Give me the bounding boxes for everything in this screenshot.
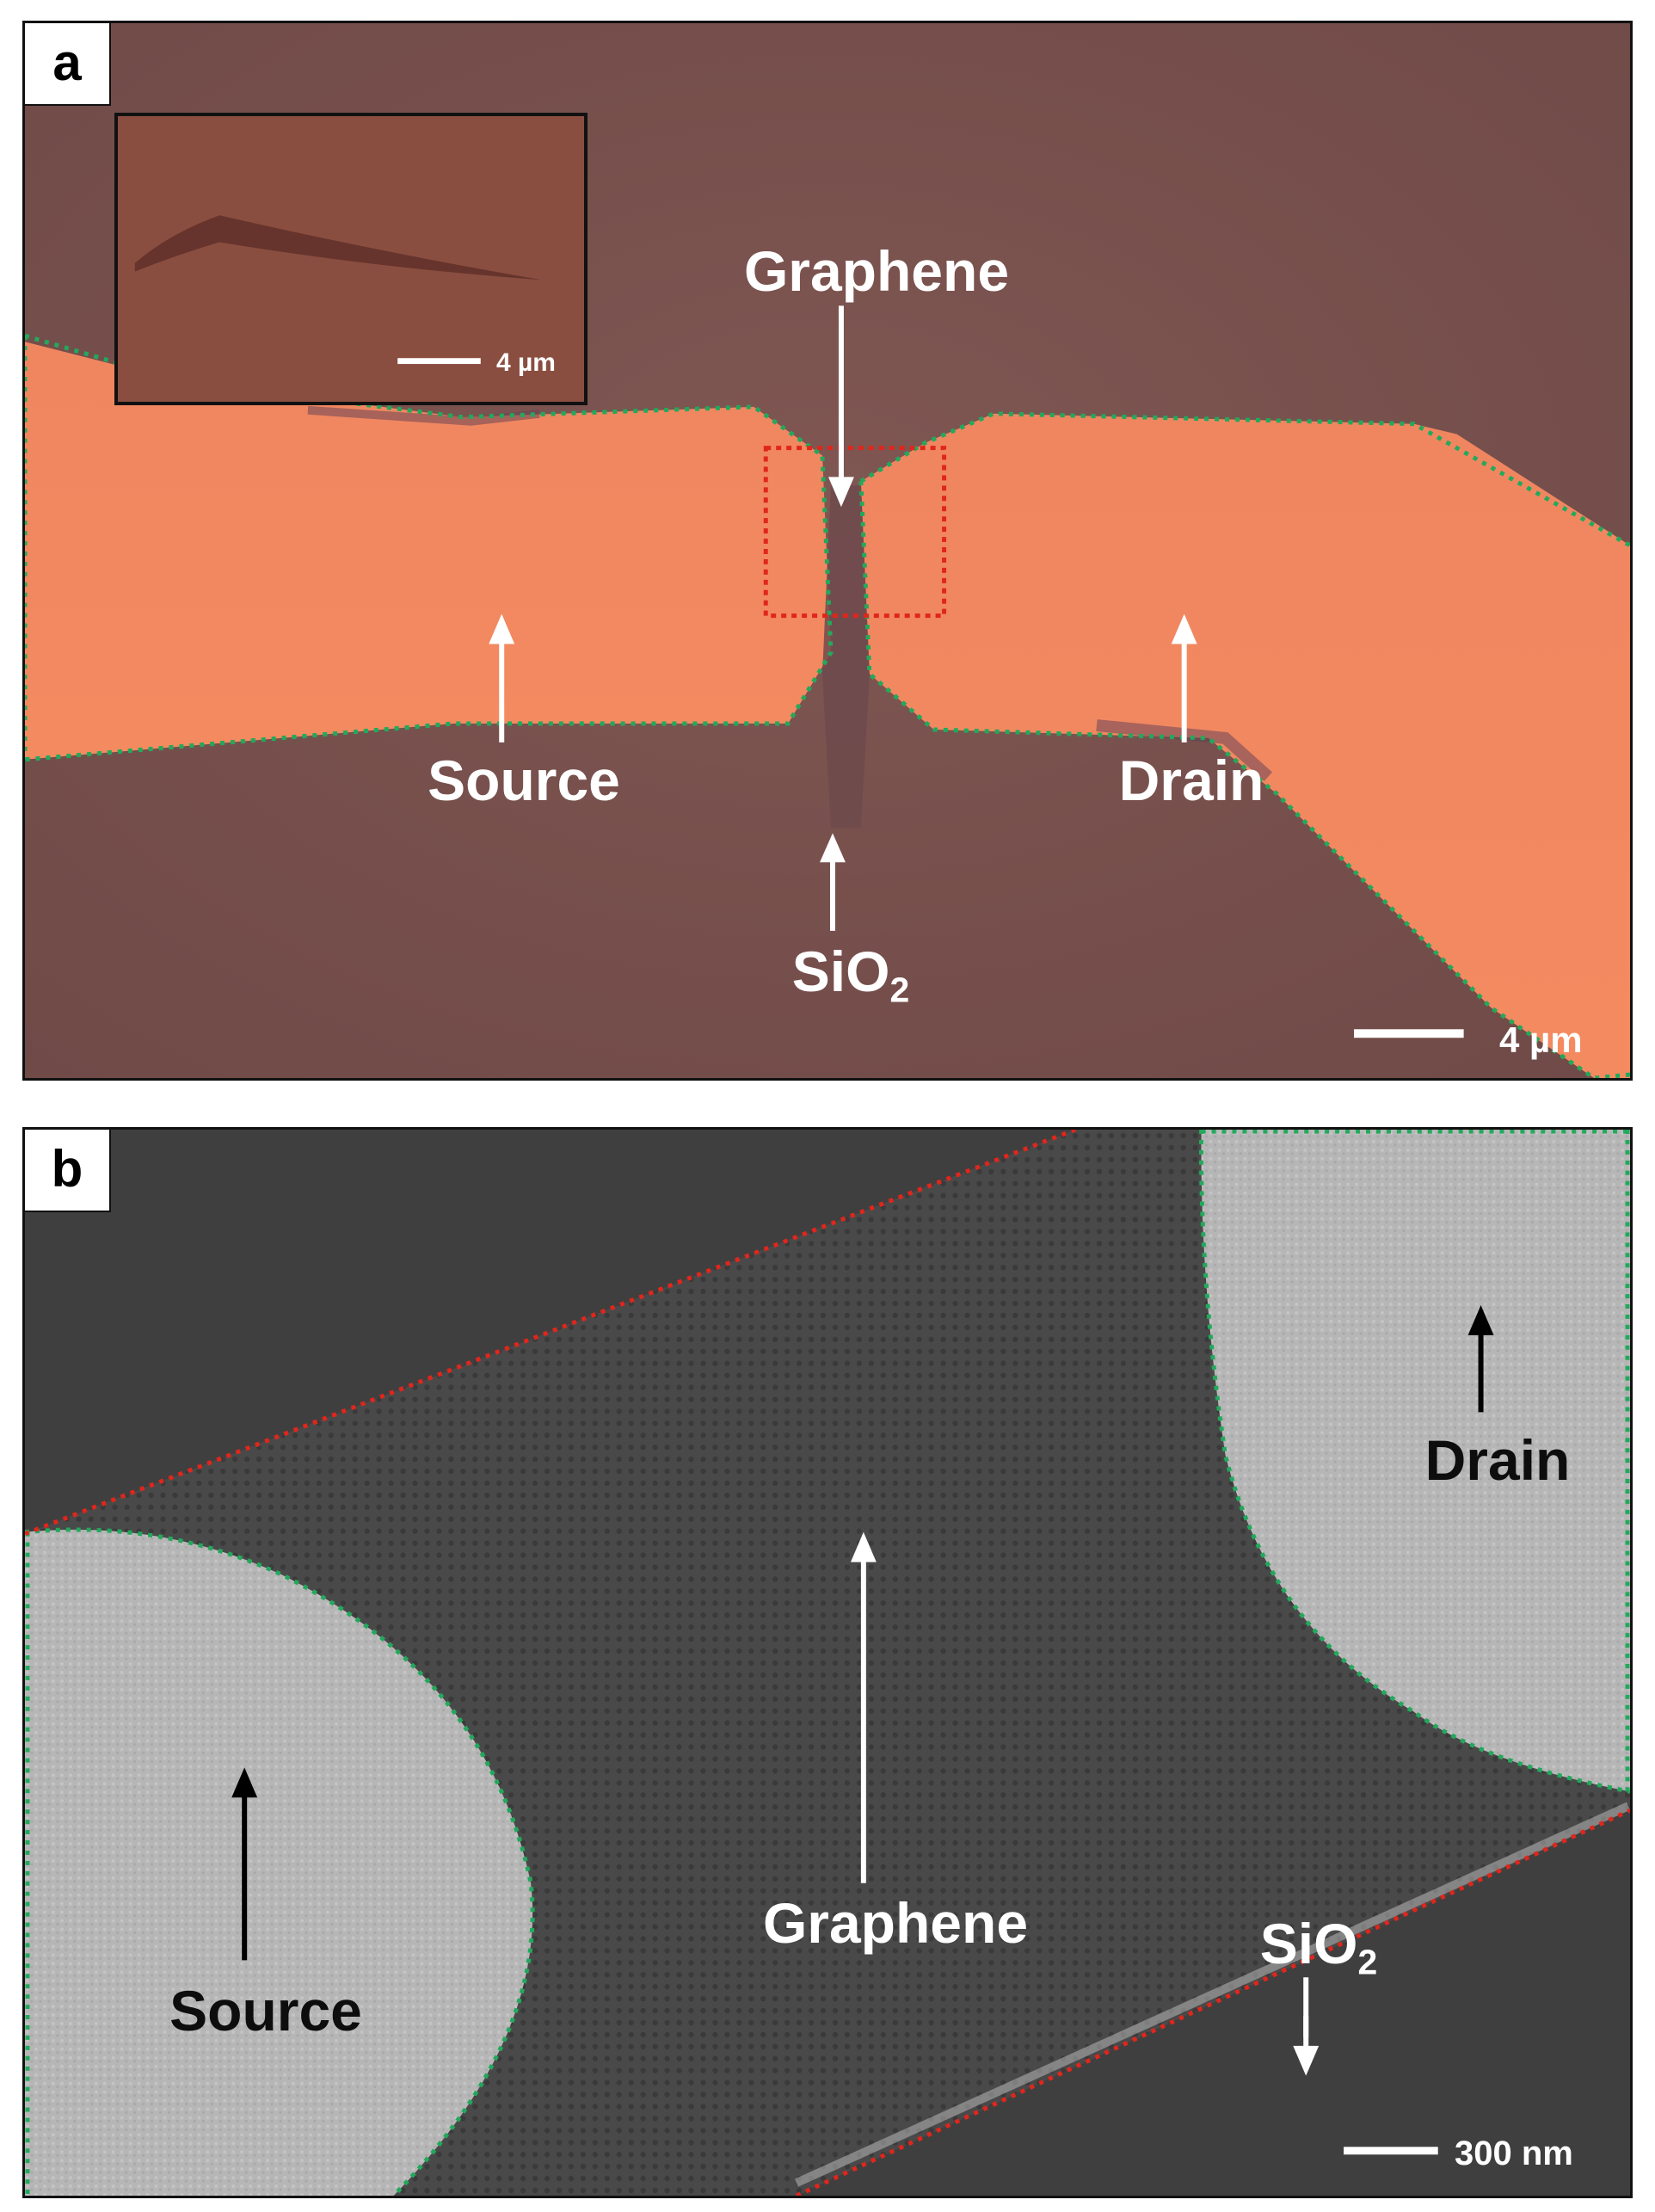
scale-bar-b xyxy=(1344,2147,1438,2155)
panel-a-optical-image: 4 µm a Graphene Source Drain SiO2 4 µm xyxy=(22,21,1633,1081)
sem-micrograph xyxy=(25,1130,1630,2196)
sio2-label-b: SiO2 xyxy=(1259,1912,1378,1982)
sio2-label: SiO2 xyxy=(791,940,910,1010)
source-electrode-sem xyxy=(25,1529,533,2196)
inset-image: 4 µm xyxy=(114,113,588,405)
drain-outline xyxy=(858,411,1630,1078)
drain-electrode xyxy=(860,413,1630,1078)
panel-b-sem-image: b Graphene Source Drain SiO2 300 nm xyxy=(22,1127,1633,2198)
source-electrode xyxy=(25,342,831,760)
drain-label: Drain xyxy=(1118,749,1264,812)
zoom-region-box xyxy=(763,446,947,619)
source-label-b: Source xyxy=(169,1979,362,2043)
panel-a-arrows xyxy=(489,305,1197,931)
graphene-label: Graphene xyxy=(743,239,1010,303)
panel-b-scale-label: 300 nm xyxy=(1455,2135,1573,2172)
panel-a-label: a xyxy=(25,23,111,106)
graphene-flake xyxy=(134,215,542,280)
scale-bar xyxy=(1354,1029,1464,1038)
graphene-channel xyxy=(822,485,870,829)
panel-a-scale-label: 4 µm xyxy=(1499,1020,1583,1060)
channel-edge-top xyxy=(25,1130,1076,1537)
source-label: Source xyxy=(428,749,620,812)
panel-b-arrows xyxy=(231,1305,1494,2076)
optical-micrograph xyxy=(25,23,1630,1078)
source-outline-sem xyxy=(25,1527,535,2196)
inset-scale-label: 4 µm xyxy=(496,348,556,377)
drain-outline-sem xyxy=(1198,1130,1630,1794)
graphene-label-b: Graphene xyxy=(762,1891,1029,1955)
drain-label-b: Drain xyxy=(1424,1428,1571,1492)
drain-electrode-sem xyxy=(1201,1130,1630,1792)
panel-b-label: b xyxy=(25,1130,111,1212)
channel-edge-bottom xyxy=(796,1808,1630,2196)
